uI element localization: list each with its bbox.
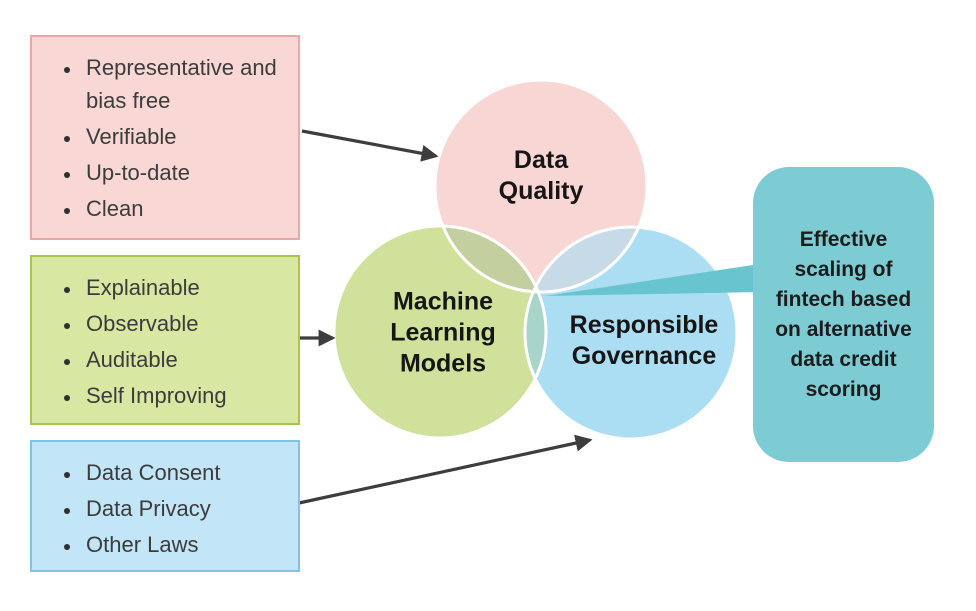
list-item-label: Representative and bias free (86, 55, 277, 113)
callout-tail (545, 264, 760, 296)
list-item-label: Other Laws (86, 532, 199, 557)
list-item: Data Consent (82, 456, 290, 489)
governance-list: Data Consent Data Privacy Other Laws (32, 442, 298, 561)
list-box-ml-models: Explainable Observable Auditable Self Im… (30, 255, 300, 425)
callout-box: Effective scaling of fintech based on al… (753, 167, 934, 462)
venn-overlap-dq-gov (525, 227, 647, 292)
list-item: Other Laws (82, 528, 290, 561)
callout-text: Effective scaling of fintech based on al… (775, 227, 912, 401)
list-item: Up-to-date (82, 156, 290, 189)
list-item-label: Verifiable (86, 124, 177, 149)
list-item: Representative and bias free (82, 51, 290, 117)
list-box-governance: Data Consent Data Privacy Other Laws (30, 440, 300, 572)
list-item-label: Observable (86, 311, 199, 336)
list-item: Auditable (82, 343, 290, 376)
list-item: Observable (82, 307, 290, 340)
list-item-label: Self Improving (86, 383, 227, 408)
list-item-label: Auditable (86, 347, 178, 372)
arrow-data-quality (301, 129, 439, 162)
list-item-label: Clean (86, 196, 144, 221)
list-item-label: Up-to-date (86, 160, 190, 185)
list-item: Clean (82, 192, 290, 225)
list-item-label: Data Privacy (86, 496, 211, 521)
list-box-data-quality: Representative and bias free Verifiable … (30, 35, 300, 240)
circle-label-data-quality: Data Quality (498, 146, 584, 205)
list-item: Verifiable (82, 120, 290, 153)
list-item: Data Privacy (82, 492, 290, 525)
list-item-label: Explainable (86, 275, 200, 300)
ml-models-list: Explainable Observable Auditable Self Im… (32, 257, 298, 412)
list-item: Explainable (82, 271, 290, 304)
circle-label-governance: Responsible Governance (569, 311, 719, 370)
circle-label-ml-models: Machine Learning Models (390, 287, 496, 378)
data-quality-list: Representative and bias free Verifiable … (32, 37, 298, 225)
arrow-governance (298, 434, 593, 505)
list-item: Self Improving (82, 379, 290, 412)
venn-outline-governance (523, 225, 739, 441)
list-item-label: Data Consent (86, 460, 221, 485)
venn-outline-data-quality (433, 78, 649, 294)
